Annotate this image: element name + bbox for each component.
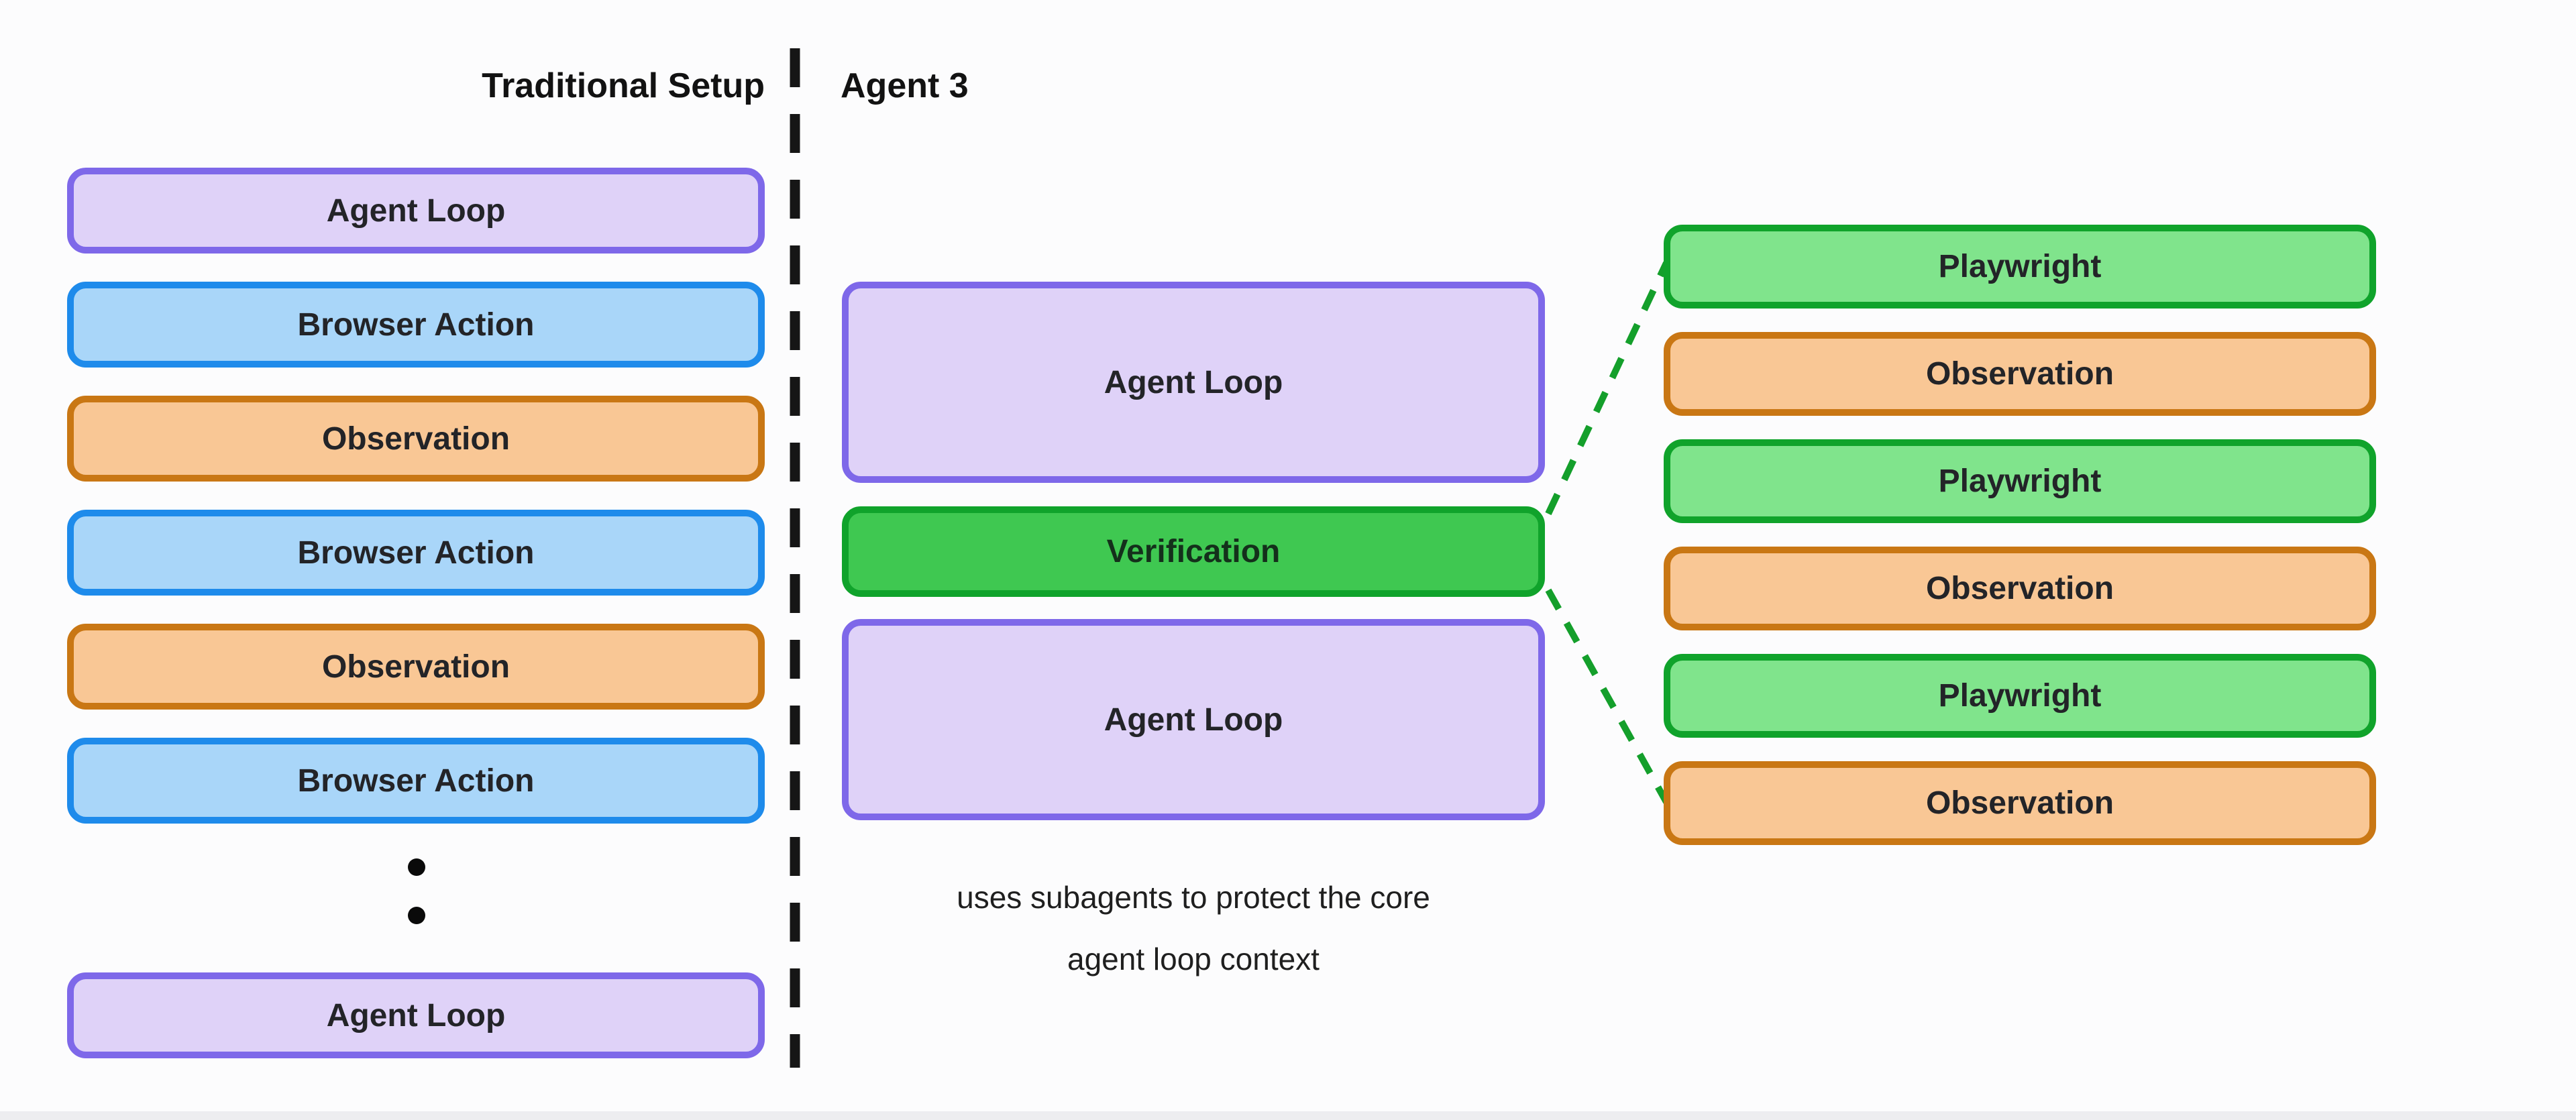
node-label: Agent Loop (1104, 364, 1283, 400)
node-agent-loop: Agent Loop (842, 619, 1545, 820)
node-label: Playwright (1938, 249, 2102, 284)
node-agent-loop: Agent Loop (67, 168, 765, 254)
node-label: Agent Loop (1104, 702, 1283, 738)
ellipsis-dot (408, 858, 425, 876)
node-label: Playwright (1938, 463, 2102, 499)
node-agent-loop: Agent Loop (67, 972, 765, 1058)
node-playwright: Playwright (1664, 654, 2376, 738)
bottom-edge-strip (0, 1111, 2576, 1120)
node-label: Playwright (1938, 678, 2102, 714)
node-label: Browser Action (297, 306, 535, 343)
node-label: Browser Action (297, 535, 535, 571)
node-label: Observation (321, 421, 511, 457)
heading-agent-3: Agent 3 (841, 66, 969, 105)
node-observation: Observation (1664, 547, 2376, 630)
subagents-caption-line-2: agent loop context (1067, 942, 1320, 976)
node-browser-action: Browser Action (67, 738, 765, 824)
node-browser-action: Browser Action (67, 282, 765, 368)
node-label: Browser Action (297, 763, 535, 799)
node-label: Observation (1925, 571, 2114, 606)
node-label: Observation (1925, 356, 2114, 392)
node-playwright: Playwright (1664, 439, 2376, 523)
node-label: Agent Loop (326, 192, 506, 229)
ellipsis-dot (408, 907, 425, 924)
node-observation: Observation (1664, 332, 2376, 416)
node-browser-action: Browser Action (67, 510, 765, 596)
subagents-caption-line-1: uses subagents to protect the core (957, 880, 1430, 915)
node-observation: Observation (67, 624, 765, 710)
node-observation: Observation (1664, 761, 2376, 845)
node-label: Observation (1925, 785, 2114, 821)
heading-traditional-setup: Traditional Setup (482, 66, 765, 105)
node-label: Verification (1106, 534, 1281, 569)
node-verification: Verification (842, 506, 1545, 597)
node-playwright: Playwright (1664, 225, 2376, 309)
node-label: Observation (321, 649, 511, 685)
node-label: Agent Loop (326, 997, 506, 1033)
node-observation: Observation (67, 396, 765, 482)
node-agent-loop: Agent Loop (842, 282, 1545, 483)
